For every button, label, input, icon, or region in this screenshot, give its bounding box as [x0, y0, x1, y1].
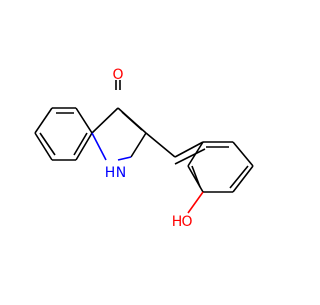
- phenol-hydroxyl: O H: [172, 191, 204, 230]
- benzo-bond-2: [34, 107, 53, 134]
- carbonyl-group: O: [112, 67, 124, 90]
- ring-nitrogen-label: N: [116, 165, 126, 181]
- benzo-ring: [34, 107, 93, 161]
- vinyl-linker: [145, 132, 206, 165]
- benzo-double-3: [73, 132, 88, 156]
- phenol-oxygen-label: O: [181, 214, 192, 230]
- pyridone-bond-4: [117, 156, 132, 161]
- pyridone-ring: [91, 107, 147, 161]
- phenol-bond-5: [187, 165, 204, 193]
- ring-nh-group: N H: [105, 165, 127, 181]
- phenol-bond-2: [232, 141, 254, 167]
- ring-nitrogen-hydrogen-label: H: [105, 165, 116, 181]
- phenol-bond-3: [232, 165, 254, 193]
- phenol-bond-6: [187, 141, 204, 167]
- benzo-double-2: [39, 132, 56, 156]
- phenol-hydrogen-label: H: [172, 214, 183, 230]
- vinyl-double: [174, 148, 206, 165]
- benzo-bond-6: [75, 107, 93, 134]
- phenol-ring: [187, 141, 254, 193]
- benzo-bond-5: [75, 132, 93, 161]
- structure-canvas: O N H: [34, 67, 254, 230]
- pyridone-bond-1: [91, 107, 119, 134]
- molecule-structure: O N H: [34, 67, 254, 230]
- vinyl-bond-1: [145, 132, 176, 158]
- benzo-bond-3: [34, 132, 53, 161]
- carbonyl-oxygen-label: O: [112, 67, 123, 83]
- phenol-double-2: [229, 165, 249, 189]
- pyridone-bond-3: [130, 132, 147, 158]
- pyridone-bond-5: [91, 132, 107, 161]
- vinyl-bond-2: [174, 141, 204, 158]
- pyridone-double-1: [121, 111, 143, 131]
- phenol-oxygen-bond: [187, 191, 204, 214]
- phenol-double-3: [191, 165, 201, 188]
